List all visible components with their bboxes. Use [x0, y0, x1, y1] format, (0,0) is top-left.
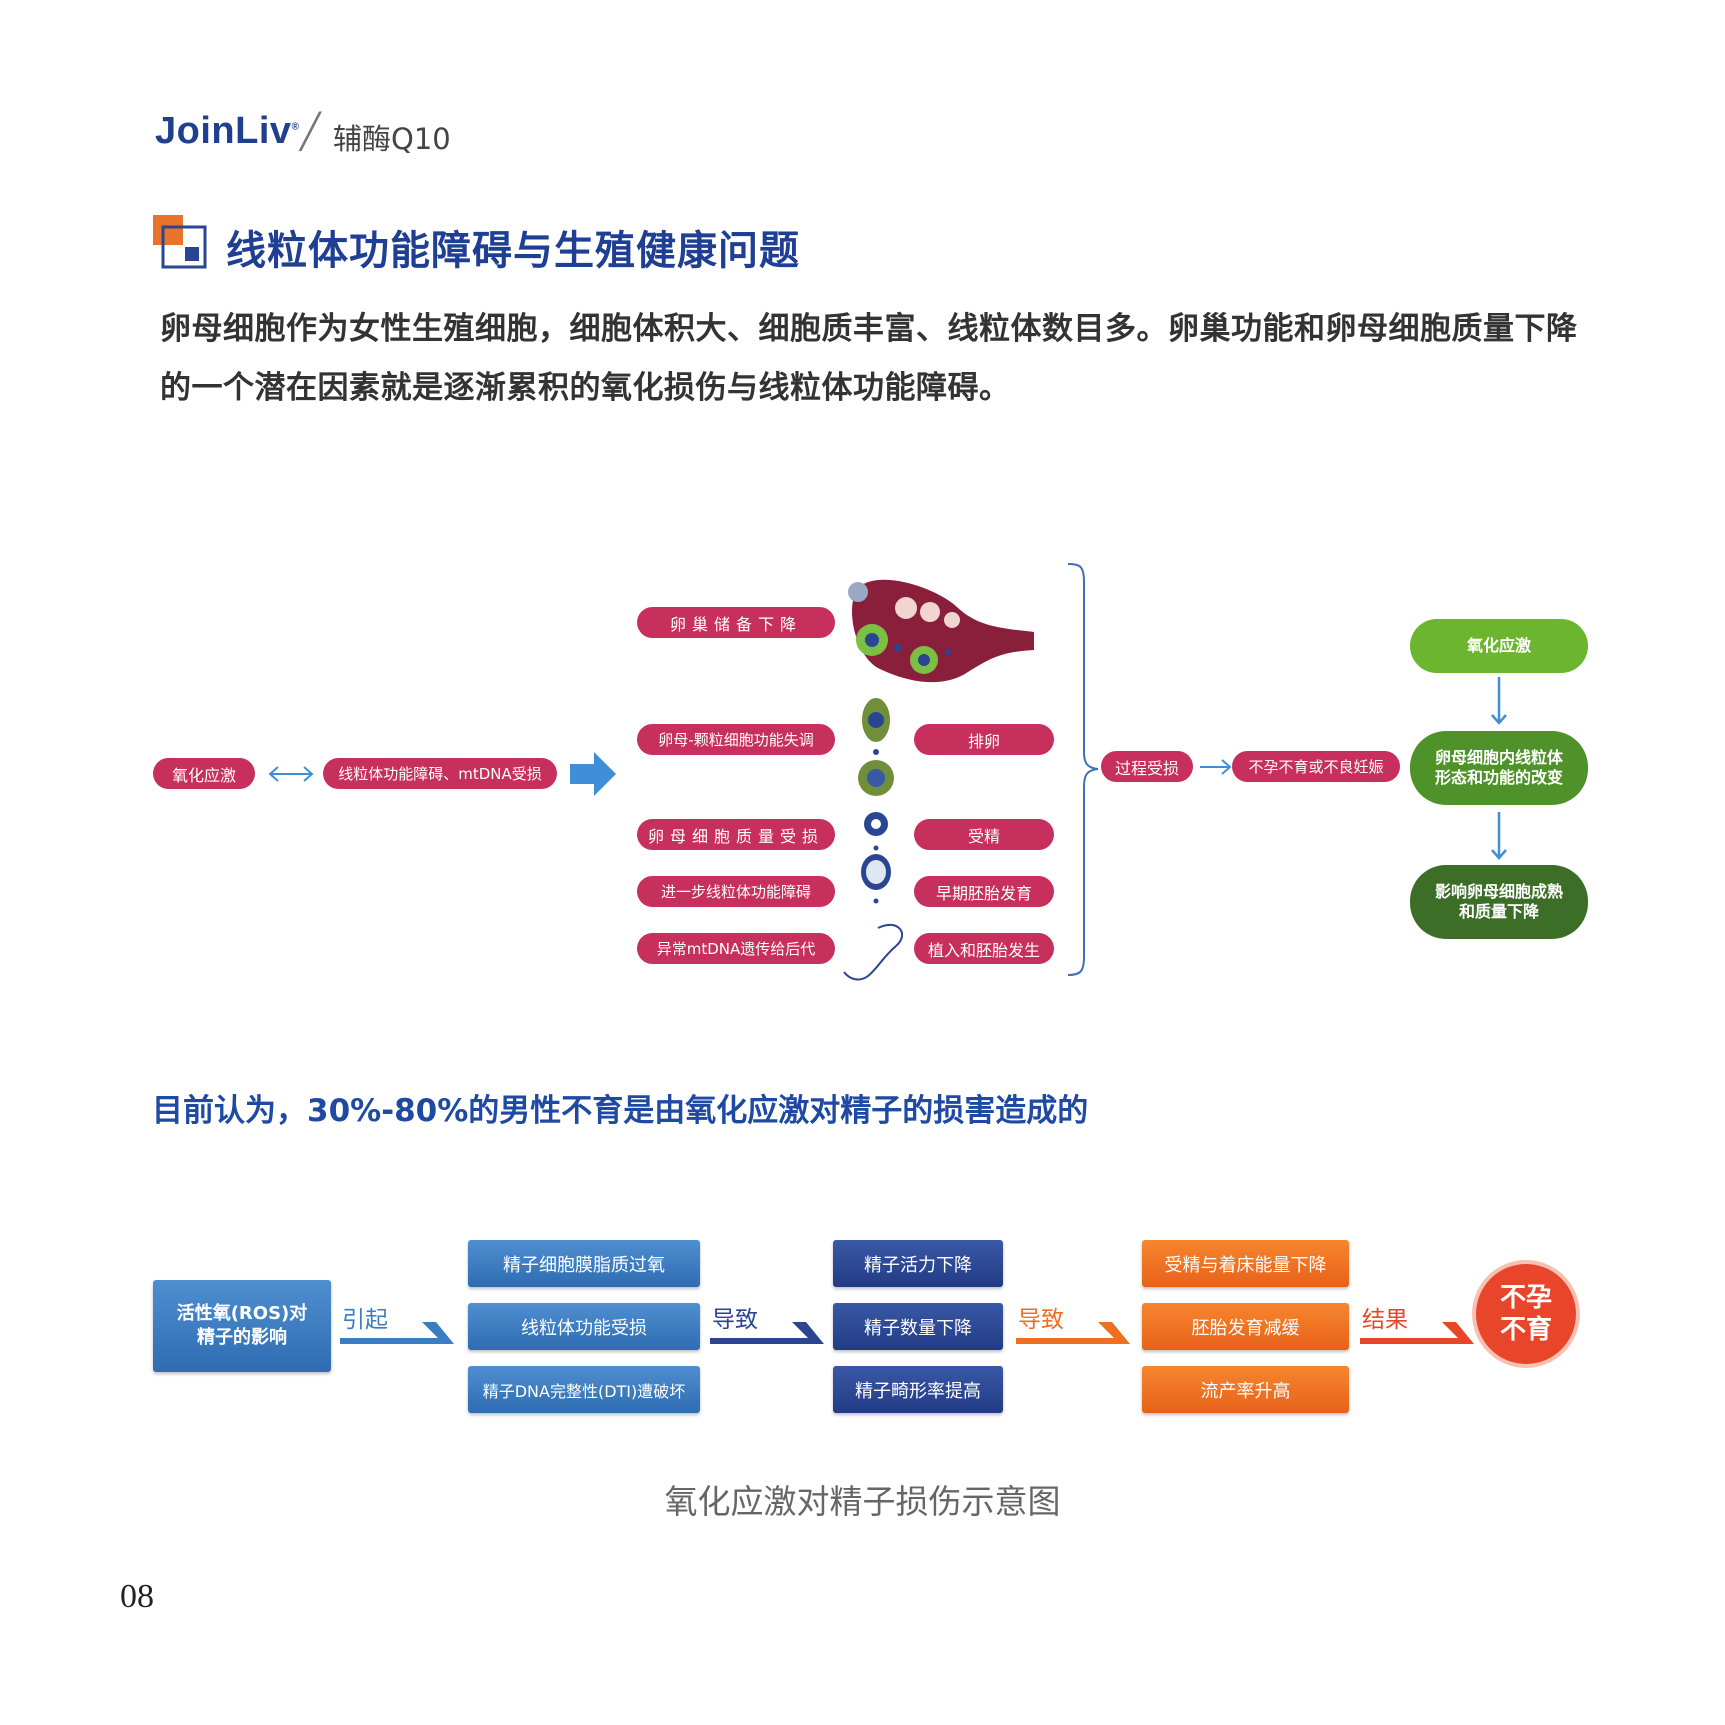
page-number: 08 — [120, 1578, 154, 1615]
left-item-3: 卵母细胞质量受损 — [637, 819, 835, 850]
down-arrow-icon — [1491, 677, 1507, 725]
col3-box-2: 胚胎发育减缓 — [1142, 1303, 1349, 1350]
green-box-3: 影响卵母细胞成熟和质量下降 — [1410, 865, 1588, 939]
right-item-3: 早期胚胎发育 — [914, 876, 1054, 907]
col1-box-2: 线粒体功能受损 — [468, 1303, 700, 1350]
bracket-icon — [1068, 563, 1099, 976]
down-arrow-icon — [1491, 812, 1507, 860]
hook-arrow-2 — [710, 1322, 824, 1344]
col2-box-3: 精子畸形率提高 — [833, 1366, 1003, 1413]
hook-arrow-4 — [1360, 1322, 1474, 1344]
brand-separator: ╱ — [300, 112, 321, 152]
mito-pill: 线粒体功能障碍、mtDNA受损 — [323, 758, 557, 789]
right-item-4: 植入和胚胎发生 — [914, 933, 1054, 964]
col2-box-1: 精子活力下降 — [833, 1240, 1003, 1287]
hook-arrow-1 — [340, 1322, 454, 1344]
result-circle: 不孕 不育 — [1476, 1264, 1576, 1364]
result-line-1: 不孕 — [1499, 1283, 1552, 1313]
intro-paragraph: 卵母细胞作为女性生殖细胞，细胞体积大、细胞质丰富、线粒体数目多。卵巢功能和卵母细… — [160, 311, 1578, 406]
col2-box-2: 精子数量下降 — [833, 1303, 1003, 1350]
left-item-5: 异常mtDNA遗传给后代 — [637, 933, 835, 964]
section-square-icon — [153, 215, 207, 269]
left-item-1: 卵巢储备下降 — [637, 607, 835, 638]
outcome-pill: 不孕不育或不良妊娠 — [1232, 751, 1400, 782]
green-box-2: 卵母细胞内线粒体形态和功能的改变 — [1410, 731, 1588, 805]
start-pill: 氧化应激 — [153, 758, 255, 789]
left-item-2: 卵母-颗粒细胞功能失调 — [637, 724, 835, 755]
big-arrow-icon — [570, 752, 616, 796]
double-arrow-icon — [268, 766, 314, 782]
product-name: 辅酶Q10 — [333, 122, 451, 156]
right-item-2: 受精 — [914, 819, 1054, 850]
brand-name: JoinLiv — [155, 110, 292, 152]
male-infertility-subtitle: 目前认为，30%-80%的男性不育是由氧化应激对精子的损害造成的 — [152, 1093, 1089, 1129]
section-title: 线粒体功能障碍与生殖健康问题 — [226, 228, 800, 274]
registered-mark: ® — [291, 121, 300, 133]
result-line-2: 不育 — [1499, 1315, 1552, 1345]
process-pill: 过程受损 — [1101, 751, 1193, 782]
hook-arrow-3 — [1016, 1322, 1130, 1344]
ros-source-box: 活性氧(ROS)对精子的影响 — [153, 1280, 331, 1372]
conn-label-4: 结果 — [1362, 1307, 1408, 1333]
green-box-1: 氧化应激 — [1410, 619, 1588, 673]
col1-box-1: 精子细胞膜脂质过氧 — [468, 1240, 700, 1287]
col1-box-3: 精子DNA完整性(DTI)遭破坏 — [468, 1366, 700, 1413]
figure-caption: 氧化应激对精子损伤示意图 — [664, 1482, 1061, 1521]
brand-logo: JoinLiv® — [155, 110, 299, 153]
col3-box-3: 流产率升高 — [1142, 1366, 1349, 1413]
conn-label-1: 引起 — [342, 1307, 388, 1333]
left-item-4: 进一步线粒体功能障碍 — [637, 876, 835, 907]
col3-box-1: 受精与着床能量下降 — [1142, 1240, 1349, 1287]
conn-label-2: 导致 — [712, 1307, 758, 1333]
right-item-1: 排卵 — [914, 724, 1054, 755]
right-arrow-icon — [1200, 759, 1232, 775]
conn-label-3: 导致 — [1018, 1307, 1064, 1333]
ovary-illustration — [843, 579, 1034, 981]
